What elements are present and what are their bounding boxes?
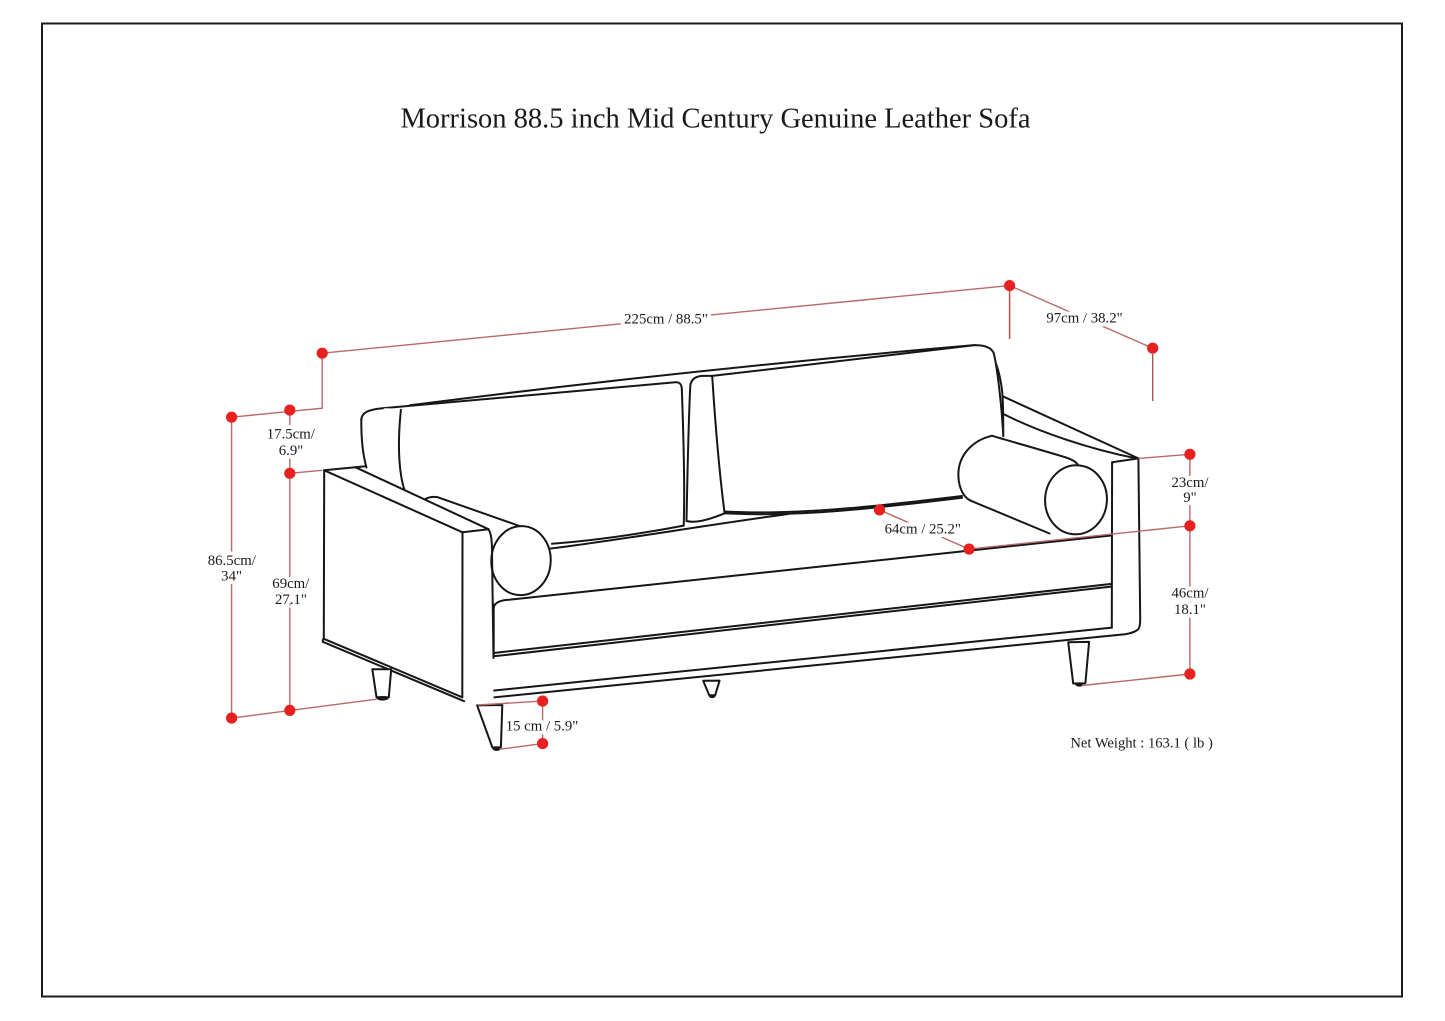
svg-text:34": 34"	[221, 569, 242, 585]
svg-text:225cm / 88.5": 225cm / 88.5"	[624, 312, 708, 328]
svg-text:23cm/: 23cm/	[1172, 475, 1210, 491]
svg-text:6.9": 6.9"	[279, 443, 304, 459]
svg-text:64cm / 25.2": 64cm / 25.2"	[885, 522, 961, 538]
svg-text:69cm/: 69cm/	[272, 576, 310, 592]
svg-text:Morrison 88.5 inch Mid Century: Morrison 88.5 inch Mid Century Genuine L…	[400, 104, 1030, 135]
svg-text:18.1": 18.1"	[1174, 602, 1206, 618]
svg-text:17.5cm/: 17.5cm/	[267, 427, 316, 443]
svg-text:9": 9"	[1183, 490, 1196, 506]
svg-text:86.5cm/: 86.5cm/	[208, 553, 257, 569]
svg-text:27.1": 27.1"	[275, 592, 307, 608]
svg-text:97cm / 38.2": 97cm / 38.2"	[1046, 311, 1122, 327]
svg-text:Net Weight : 163.1 ( lb ): Net Weight : 163.1 ( lb )	[1070, 736, 1213, 752]
svg-text:15 cm / 5.9": 15 cm / 5.9"	[506, 719, 579, 735]
svg-text:46cm/: 46cm/	[1172, 586, 1210, 602]
